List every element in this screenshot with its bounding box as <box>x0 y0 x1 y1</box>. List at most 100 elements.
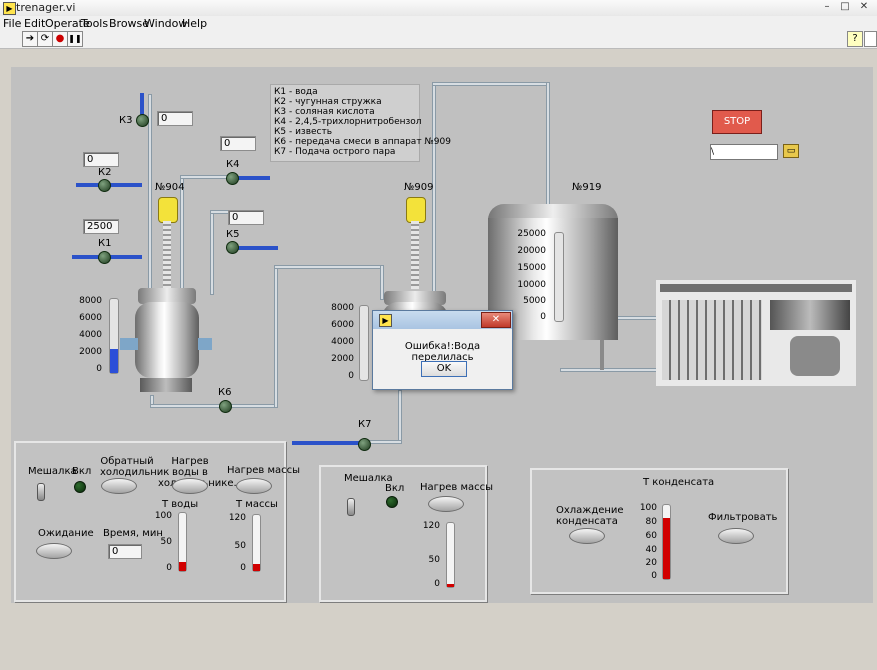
dialog-title-bar <box>373 311 512 329</box>
reactor-909-tick-6000: 6000 <box>331 320 354 330</box>
valve-k3[interactable] <box>136 114 149 127</box>
valve-k5[interactable] <box>226 241 239 254</box>
p1-waiting-button[interactable] <box>36 543 72 559</box>
p2-heat-mass-button[interactable] <box>428 496 464 512</box>
k4-slider[interactable] <box>232 176 270 180</box>
menu-operate[interactable]: Operate <box>45 17 90 30</box>
reactor-909-motor <box>406 197 426 223</box>
folder-icon[interactable]: ▭ <box>783 144 799 158</box>
p3-tick-40: 40 <box>645 545 657 555</box>
valve-k6-label: К6 <box>218 387 232 398</box>
p3-thermometer-fill <box>663 518 670 579</box>
dialog-app-icon: ▶ <box>379 314 392 327</box>
k5-input[interactable]: 0 <box>228 210 264 225</box>
maximize-button[interactable]: □ <box>840 1 850 12</box>
tank-919-tick-15000: 15000 <box>517 263 546 273</box>
reactor-904-control-panel <box>14 441 286 602</box>
p2-stirrer-toggle[interactable] <box>347 498 355 516</box>
p1-t-water-tick-100: 100 <box>154 511 172 521</box>
valve-k6[interactable] <box>219 400 232 413</box>
tank-919-tick-25000: 25000 <box>517 229 546 239</box>
file-path-input[interactable]: \ <box>710 144 778 160</box>
valve-k2[interactable] <box>98 179 111 192</box>
p1-t-water-thermometer <box>178 512 187 572</box>
p1-time-input[interactable]: 0 <box>108 544 142 559</box>
p3-cool-label: Охлаждение конденсата <box>556 505 624 527</box>
valve-k7-label: К7 <box>358 419 372 430</box>
valve-k4-label: К4 <box>226 159 240 170</box>
menu-file[interactable]: File <box>3 17 22 30</box>
valve-k2-label: К2 <box>98 167 112 178</box>
run-continuously-icon[interactable]: ⟳ <box>37 31 53 47</box>
reactor-909-tick-8000: 8000 <box>331 303 354 313</box>
menu-browse[interactable]: Browse <box>109 17 150 30</box>
p1-on-led <box>74 481 86 493</box>
menu-edit[interactable]: Edit <box>24 17 46 30</box>
reactor-904-base <box>140 378 192 392</box>
k5-slider[interactable] <box>232 246 278 250</box>
k1-input[interactable]: 2500 <box>83 219 119 234</box>
reactor-904-tick-0: 0 <box>96 364 102 374</box>
p1-stirrer-toggle[interactable] <box>37 483 45 501</box>
reactor-909-control-panel <box>319 465 487 602</box>
pause-icon[interactable]: ❚❚ <box>67 31 83 47</box>
valve-k4[interactable] <box>226 172 239 185</box>
pipe-k4 <box>180 175 184 295</box>
pipe-k5 <box>210 210 214 295</box>
p2-stirrer-label: Мешалка <box>344 473 393 484</box>
filter-unit-hose <box>790 336 840 376</box>
p1-reflux-button[interactable] <box>101 478 137 494</box>
pipe-k6-down <box>380 265 384 300</box>
menu-window[interactable]: Window <box>144 17 188 30</box>
p3-filter-button[interactable] <box>718 528 754 544</box>
p1-t-mass-tick-120: 120 <box>228 513 246 523</box>
window-title: trenager.vi <box>16 1 76 14</box>
reactor-904-level-gauge <box>109 298 119 374</box>
valve-k5-label: К5 <box>226 229 240 240</box>
pipe-k4-h <box>180 175 232 179</box>
p2-tick-120: 120 <box>422 521 440 531</box>
tank-919-tick-20000: 20000 <box>517 246 546 256</box>
legend-k1: К1 - вода <box>274 87 318 97</box>
dialog-close-button[interactable]: ✕ <box>481 312 511 328</box>
abort-icon[interactable]: ● <box>52 31 68 47</box>
tank-919-top <box>488 204 618 220</box>
menu-tools[interactable]: Tools <box>81 17 109 30</box>
k3-slider[interactable] <box>140 93 144 117</box>
p3-tick-60: 60 <box>645 531 657 541</box>
pipe-k6-top <box>274 265 384 269</box>
legend-k7: К7 - Подача острого пара <box>274 147 396 157</box>
help-icon[interactable]: ? <box>847 31 863 47</box>
reactor-904-label: №904 <box>155 182 185 193</box>
run-icon[interactable]: ➔ <box>22 31 38 47</box>
p3-cool-button[interactable] <box>569 528 605 544</box>
legend-k6: К6 - передача смеси в аппарат №909 <box>274 137 451 147</box>
reactor-909-label: №909 <box>404 182 434 193</box>
reactor-909-level-gauge <box>359 305 369 381</box>
menu-help[interactable]: Help <box>182 17 208 30</box>
k7-slider[interactable] <box>292 441 362 445</box>
k4-input[interactable]: 0 <box>220 136 256 151</box>
reactor-904-tick-2000: 2000 <box>79 347 102 357</box>
minimize-button[interactable]: – <box>824 1 830 12</box>
reactor-909-tick-0: 0 <box>348 371 354 381</box>
legend-k2: К2 - чугунная стружка <box>274 97 382 107</box>
dialog-ok-button[interactable]: OK <box>421 361 467 377</box>
tank-919-level-gauge <box>554 232 564 322</box>
p1-heat-mass-button[interactable] <box>236 478 272 494</box>
p2-on-led <box>386 496 398 508</box>
k3-input[interactable]: 0 <box>157 111 193 126</box>
p2-on-label: Вкл <box>385 483 405 494</box>
tank-919-tick-0: 0 <box>540 312 546 322</box>
valve-k7[interactable] <box>358 438 371 451</box>
k2-input[interactable]: 0 <box>83 152 119 167</box>
p1-heat-water-button[interactable] <box>172 478 208 494</box>
error-dialog: ▶ ✕ Ошибка!:Вода перелилась OK <box>372 310 513 390</box>
p3-thermometer <box>662 504 671 580</box>
valve-k1[interactable] <box>98 251 111 264</box>
stop-button[interactable]: STOP <box>712 110 762 134</box>
close-button[interactable]: ✕ <box>859 1 869 12</box>
p3-t-cond-label: Т конденсата <box>643 477 715 488</box>
valve-k1-label: К1 <box>98 238 112 249</box>
p1-t-mass-fill <box>253 564 260 571</box>
